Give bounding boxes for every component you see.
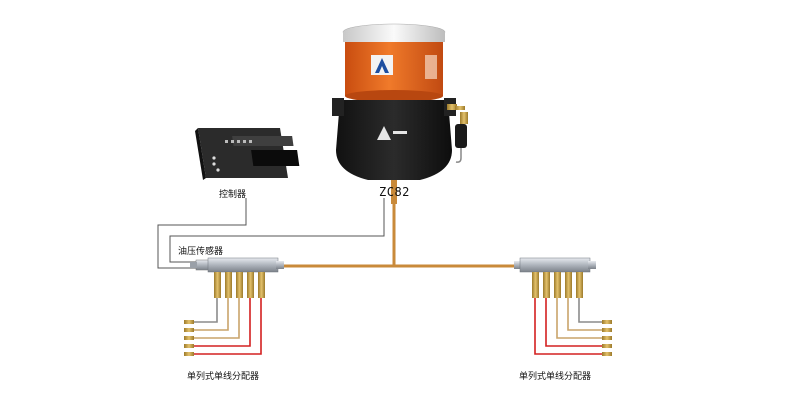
distributor-right-label: 单列式单线分配器 (519, 372, 592, 382)
main-pipe (282, 203, 522, 268)
lubrication-pump-icon (332, 23, 468, 204)
brand-logo-icon (371, 55, 393, 75)
distributor-left (184, 257, 284, 356)
signal-wires (157, 198, 385, 269)
pump-model-label: ZC82 (379, 185, 410, 199)
controller-label: 控制器 (219, 190, 247, 200)
controller-device-icon (195, 128, 300, 180)
distributor-left-label: 单列式单线分配器 (187, 372, 260, 382)
pressure-sensor-label: 油压传感器 (178, 247, 224, 257)
distributor-right (514, 257, 612, 356)
